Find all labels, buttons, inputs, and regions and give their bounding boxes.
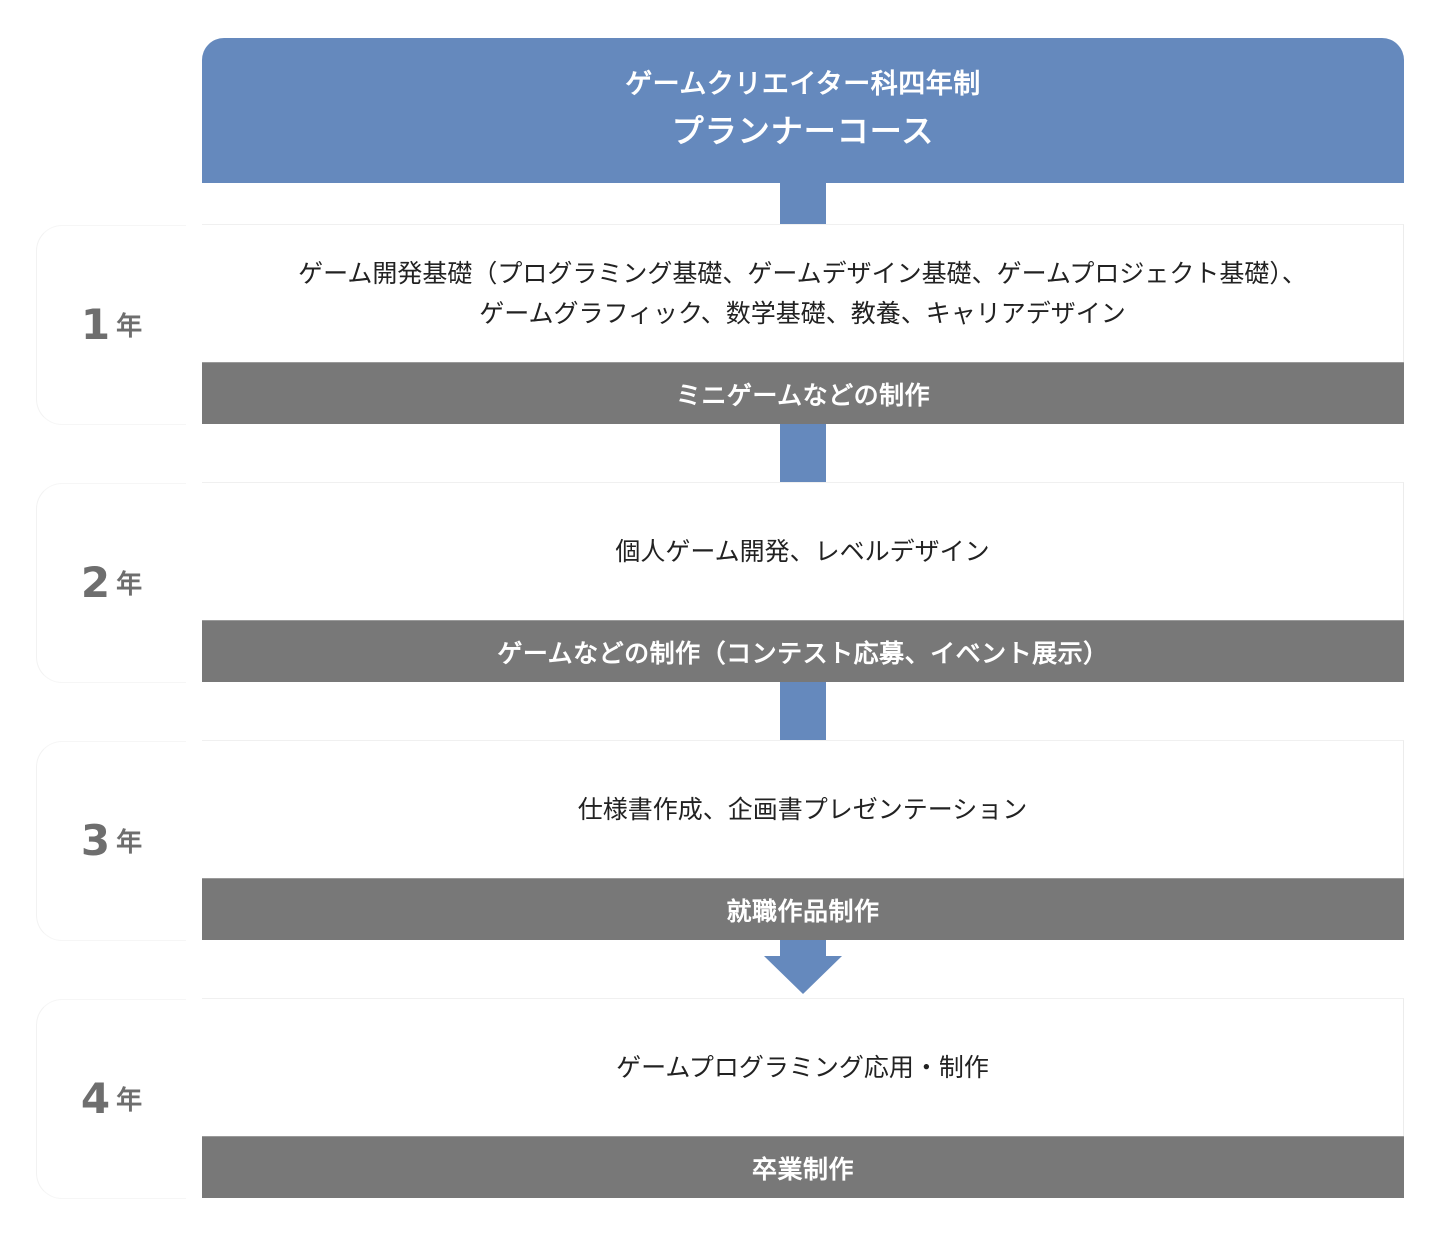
subjects-line: ゲームプログラミング応用・制作 — [616, 1053, 989, 1082]
department-title: ゲームクリエイター科四年制 — [625, 68, 981, 100]
year-unit: 年 — [116, 828, 143, 858]
year-subjects: ゲームプログラミング応用・制作 — [202, 999, 1403, 1137]
project-bar: 卒業制作 — [202, 1136, 1404, 1198]
project-bar: ミニゲームなどの制作 — [202, 362, 1404, 424]
subjects-line: ゲームグラフィック、数学基礎、教養、キャリアデザイン — [479, 299, 1126, 328]
subjects-line: ゲーム開発基礎（プログラミング基礎、ゲームデザイン基礎、ゲームプロジェクト基礎）… — [298, 259, 1307, 288]
connector-year1-year2 — [780, 424, 826, 482]
year-number: 2 — [80, 558, 111, 607]
year-subjects: ゲーム開発基礎（プログラミング基礎、ゲームデザイン基礎、ゲームプロジェクト基礎）… — [202, 225, 1403, 363]
year-number: 3 — [80, 816, 111, 865]
project-bar: 就職作品制作 — [202, 878, 1404, 940]
subjects-line: 仕様書作成、企画書プレゼンテーション — [577, 795, 1028, 824]
year-number: 1 — [80, 300, 111, 349]
connector-header-year1 — [780, 183, 826, 225]
year-unit: 年 — [116, 1086, 143, 1116]
project-bar: ゲームなどの制作（コンテスト応募、イベント展示） — [202, 620, 1404, 682]
year-block-2: 個人ゲーム開発、レベルデザイン ゲームなどの制作（コンテスト応募、イベント展示） — [202, 482, 1404, 682]
year-block-1: ゲーム開発基礎（プログラミング基礎、ゲームデザイン基礎、ゲームプロジェクト基礎）… — [202, 224, 1404, 424]
year-subjects: 個人ゲーム開発、レベルデザイン — [202, 483, 1403, 621]
year-unit: 年 — [116, 312, 143, 342]
course-title: プランナーコース — [671, 111, 935, 150]
year-number: 4 — [80, 1074, 111, 1123]
year-block-3: 仕様書作成、企画書プレゼンテーション 就職作品制作 — [202, 740, 1404, 940]
year-unit: 年 — [116, 570, 143, 600]
year-label-4: 4 年 — [36, 999, 186, 1199]
year-label-3: 3 年 — [36, 741, 186, 941]
connector-year2-year3 — [780, 682, 826, 740]
down-arrow-icon — [764, 940, 842, 994]
course-header: ゲームクリエイター科四年制 プランナーコース — [202, 38, 1404, 183]
year-block-4: ゲームプログラミング応用・制作 卒業制作 — [202, 998, 1404, 1198]
year-label-1: 1 年 — [36, 225, 186, 425]
year-subjects: 仕様書作成、企画書プレゼンテーション — [202, 741, 1403, 879]
subjects-line: 個人ゲーム開発、レベルデザイン — [615, 537, 990, 566]
year-label-2: 2 年 — [36, 483, 186, 683]
